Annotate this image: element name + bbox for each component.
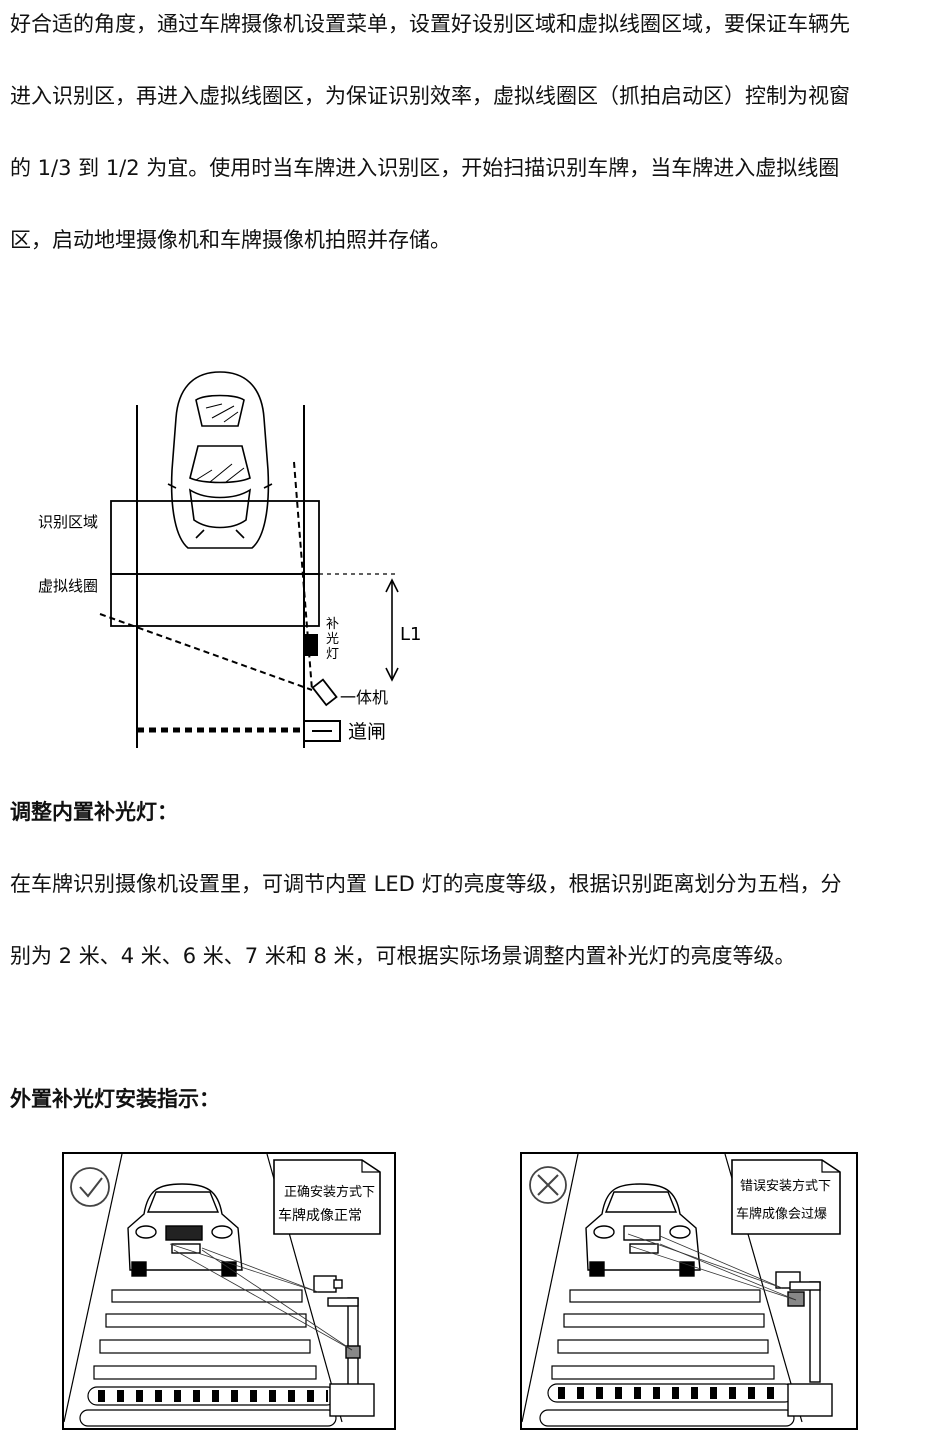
correct-install-panel: 正确安装方式下 车牌成像正常 (62, 1152, 396, 1430)
intro-line-4: 区，启动地埋摄像机和车牌摄像机拍照并存储。 (10, 228, 451, 252)
camera-label: 一体机 (340, 688, 388, 707)
barrier-dashed-top (87, 1386, 337, 1406)
intro-line-2: 进入识别区，再进入虚拟线圈区，为保证识别效率，虚拟线圈区（抓拍启动区）控制为视窗 (10, 84, 850, 108)
barrier-dashed-top (547, 1383, 795, 1403)
intro-line-3: 的 1/3 到 1/2 为宜。使用时当车牌进入识别区，开始扫描识别车牌，当车牌进… (10, 156, 840, 180)
external-light-heading: 外置补光灯安装指示： (10, 1087, 220, 1111)
caption-line-2: 车牌成像正常 (278, 1207, 362, 1224)
car-front-icon (127, 1183, 243, 1277)
camera-pole-icon (313, 1275, 375, 1417)
camera-icon (311, 678, 338, 707)
builtin-line-2: 别为 2 米、4 米、6 米、7 米和 8 米，可根据实际场景调整内置补光灯的亮… (10, 944, 796, 968)
builtin-light-heading: 调整内置补光灯： (10, 800, 178, 824)
recognition-zone-label: 识别区域 (38, 513, 98, 531)
fill-light-label-2: 光 (326, 632, 339, 647)
builtin-line-1: 在车牌识别摄像机设置里，可调节内置 LED 灯的亮度等级，根据识别距离划分为五档… (10, 872, 842, 896)
barrier-dashed-bottom (539, 1409, 795, 1427)
crosswalk-stripes (551, 1289, 775, 1380)
caption-box: 正确安装方式下 车牌成像正常 (273, 1159, 381, 1235)
caption-line-1: 正确安装方式下 (284, 1184, 375, 1200)
fill-light-label-1: 补 (326, 617, 339, 632)
light-rays (169, 1243, 353, 1351)
car-top-view-icon (167, 371, 273, 549)
distance-label: L1 (400, 624, 421, 645)
fill-light-icon (304, 634, 318, 656)
virtual-loop-box (110, 573, 320, 627)
barrier-label: 道闸 (348, 721, 386, 743)
lane-diagram: 识别区域 虚拟线圈 L1 补 光 灯 一体机 道闸 (38, 371, 421, 748)
crosswalk-stripes (93, 1289, 317, 1380)
caption-box: 错误安装方式下 车牌成像会过爆 (731, 1159, 841, 1235)
distance-arrow-bottom-head (385, 667, 399, 682)
intro-line-1: 好合适的角度，通过车牌摄像机设置菜单，设置好设别区域和虚拟线圈区域，要保证车辆先 (10, 12, 850, 36)
barrier-dashed-bottom (79, 1409, 337, 1427)
wrong-install-panel: 错误安装方式下 车牌成像会过爆 (520, 1152, 858, 1430)
camera-pole-icon (775, 1271, 833, 1417)
camera-view-dashed-line-left (99, 613, 313, 691)
caption-line-2: 车牌成像会过爆 (736, 1206, 827, 1222)
fill-light-label-3: 灯 (326, 647, 339, 662)
caption-line-1: 错误安装方式下 (740, 1178, 831, 1194)
distance-arrow-top-head (385, 578, 399, 593)
x-circle-icon (529, 1166, 567, 1204)
virtual-loop-label: 虚拟线圈 (38, 577, 98, 595)
light-rays (627, 1233, 797, 1301)
check-circle-icon (70, 1167, 110, 1207)
